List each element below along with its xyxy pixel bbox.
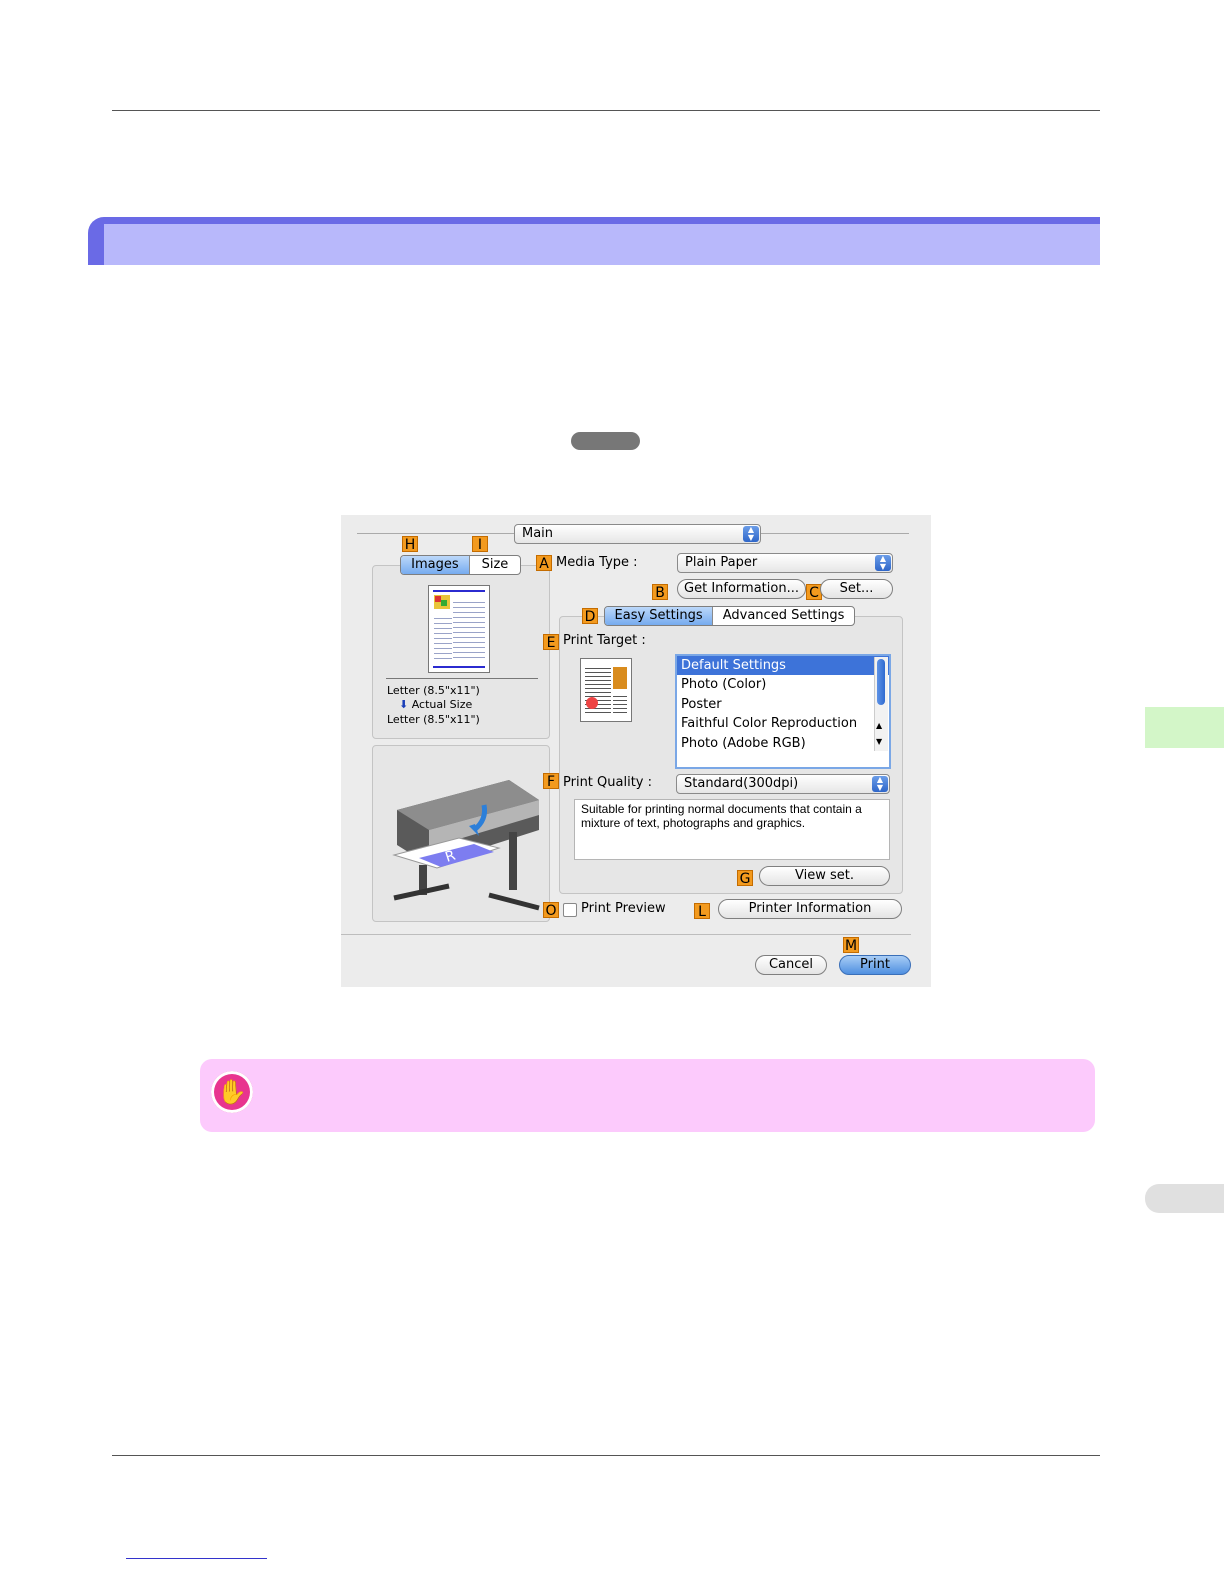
page-thumbnail xyxy=(428,585,490,673)
badge-f: F xyxy=(543,773,559,790)
media-type-label: Media Type : xyxy=(556,555,638,570)
important-note-box xyxy=(200,1059,1095,1132)
print-target-thumbnail xyxy=(580,658,632,722)
list-item[interactable]: Faithful Color Reproduction xyxy=(681,716,858,732)
print-quality-value: Standard(300dpi) xyxy=(684,776,799,791)
scale-label: Actual Size xyxy=(411,698,473,711)
badge-m: M xyxy=(843,937,859,954)
print-target-list[interactable]: Default Settings Photo (Color) Poster Fa… xyxy=(675,654,891,769)
panel-popup[interactable]: Main ▲▼ xyxy=(514,524,761,544)
paper-size-bottom: Letter (8.5"x11") xyxy=(387,713,480,726)
tab-easy-settings[interactable]: Easy Settings xyxy=(605,607,713,625)
inline-key-badge xyxy=(571,432,640,450)
print-quality-label: Print Quality : xyxy=(563,775,653,790)
popup-arrows-icon: ▲▼ xyxy=(875,555,891,571)
paper-size-top: Letter (8.5"x11") xyxy=(387,684,480,697)
list-item[interactable]: Poster xyxy=(681,696,722,712)
printer-dialog: Main ▲▼ H I Images Size Letter (8.5"x11"… xyxy=(341,515,931,987)
preview-tabs[interactable]: Images Size xyxy=(400,555,521,575)
badge-l: L xyxy=(694,903,710,920)
top-rule xyxy=(112,110,1100,111)
badge-a: A xyxy=(536,555,552,572)
get-information-button[interactable]: Get Information... xyxy=(677,579,806,599)
panel-popup-label: Main xyxy=(522,526,554,541)
description-text: Suitable for printing normal documents t… xyxy=(574,799,890,860)
tab-images[interactable]: Images xyxy=(401,556,469,574)
scale-row: ⬇ Actual Size xyxy=(399,698,472,711)
tab-advanced-settings[interactable]: Advanced Settings xyxy=(712,607,854,625)
popup-arrows-icon: ▲▼ xyxy=(743,526,759,542)
list-item[interactable]: Photo (Color) xyxy=(681,677,767,693)
mode-tabs[interactable]: Easy Settings Advanced Settings xyxy=(604,606,855,626)
badge-d: D xyxy=(582,608,598,625)
badge-o: O xyxy=(543,902,559,919)
side-chapter-tab[interactable] xyxy=(1145,707,1224,748)
scrollbar-thumb[interactable] xyxy=(877,659,885,705)
hand-stop-icon: ✋ xyxy=(211,1071,253,1113)
list-item[interactable]: Default Settings xyxy=(677,656,889,676)
footer-link-underline[interactable] xyxy=(126,1558,267,1559)
media-type-popup[interactable]: Plain Paper ▲▼ xyxy=(677,553,893,573)
list-scrollbar[interactable]: ▲ ▼ xyxy=(874,657,888,751)
side-index-tab[interactable] xyxy=(1145,1184,1224,1213)
thumbnail-divider xyxy=(386,678,538,679)
bottom-rule xyxy=(112,1455,1100,1456)
badge-b: B xyxy=(652,584,668,601)
badge-e: E xyxy=(543,634,559,651)
printer-illustration-icon: R xyxy=(392,780,540,911)
printer-information-button[interactable]: Printer Information xyxy=(718,899,902,919)
footer-divider xyxy=(341,934,911,935)
scroll-down-icon[interactable]: ▼ xyxy=(876,737,883,746)
badge-i: I xyxy=(472,536,488,553)
badge-h: H xyxy=(402,536,418,553)
media-type-value: Plain Paper xyxy=(685,555,758,570)
popup-arrows-icon: ▲▼ xyxy=(872,776,888,792)
arrow-down-icon: ⬇ xyxy=(399,698,409,711)
print-quality-popup[interactable]: Standard(300dpi) ▲▼ xyxy=(676,774,890,794)
set-button[interactable]: Set... xyxy=(820,579,893,599)
badge-g: G xyxy=(737,870,753,887)
scroll-up-icon[interactable]: ▲ xyxy=(876,721,883,730)
section-header-bar-fill xyxy=(104,224,1100,265)
print-target-label: Print Target : xyxy=(563,633,646,648)
print-button[interactable]: Print xyxy=(839,955,911,975)
print-preview-label: Print Preview xyxy=(581,901,666,916)
print-preview-checkbox[interactable] xyxy=(563,903,577,917)
view-set-button[interactable]: View set. xyxy=(759,866,890,886)
tab-size[interactable]: Size xyxy=(468,556,520,574)
cancel-button[interactable]: Cancel xyxy=(755,955,827,975)
list-item[interactable]: Photo (Adobe RGB) xyxy=(681,735,806,751)
